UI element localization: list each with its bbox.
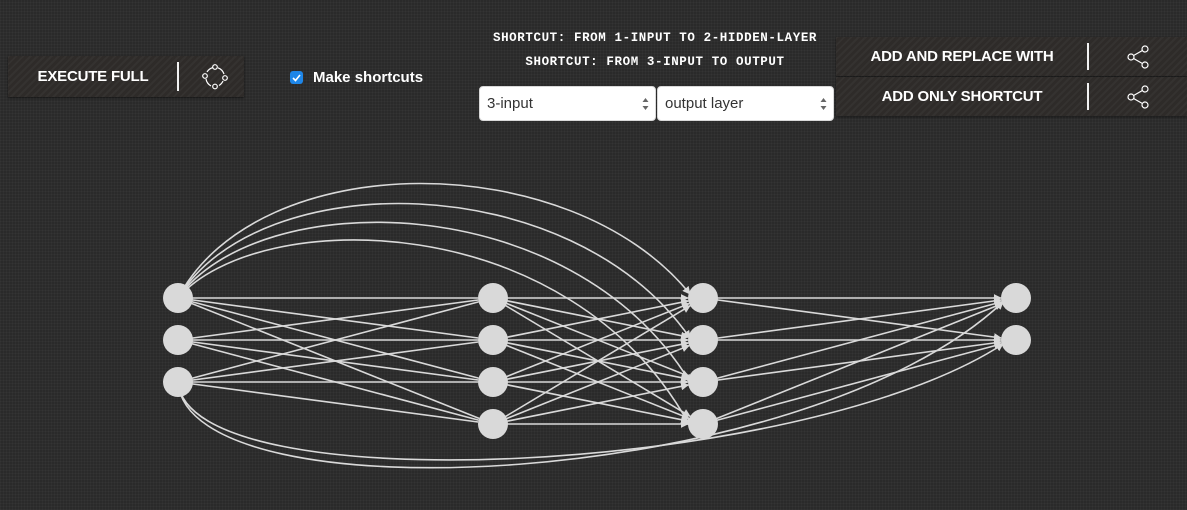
execute-full-button[interactable]: EXECUTE FULL: [8, 56, 244, 97]
make-shortcuts-checkbox[interactable]: Make shortcuts: [290, 69, 423, 86]
button-divider: [1087, 43, 1089, 70]
shortcut-edge: [177, 221, 691, 383]
select-arrows-icon: [820, 98, 827, 110]
edge: [492, 340, 690, 383]
add-and-replace-label: ADD AND REPLACE WITH: [870, 48, 1054, 65]
select-arrows-icon: [642, 98, 649, 110]
share-icon: [1092, 37, 1184, 76]
edge: [492, 302, 690, 383]
edge: [702, 302, 1003, 425]
edge: [492, 305, 691, 425]
network-node[interactable]: [688, 367, 718, 397]
edge: [702, 338, 1002, 383]
edge: [702, 299, 1003, 383]
edge: [702, 296, 1002, 341]
network-node[interactable]: [1001, 283, 1031, 313]
add-and-replace-button[interactable]: ADD AND REPLACE WITH: [836, 37, 1187, 76]
shortcut-line-2: SHORTCUT: FROM 3-INPUT TO OUTPUT: [525, 55, 785, 69]
to-layer-value: output layer: [665, 95, 744, 112]
edge: [492, 339, 690, 420]
edge: [492, 297, 690, 340]
edge: [177, 339, 479, 381]
edge: [492, 344, 690, 425]
network-node[interactable]: [688, 283, 718, 313]
edge: [177, 339, 479, 421]
share-icon: [1092, 77, 1184, 116]
edge: [177, 297, 479, 379]
network-node[interactable]: [478, 283, 508, 313]
shortcut-edge: [177, 182, 691, 299]
from-layer-select[interactable]: 3-input: [479, 86, 656, 121]
network-node[interactable]: [163, 283, 193, 313]
shortcut-edge: [177, 202, 691, 339]
shortcut-edge: [177, 301, 1004, 469]
edge: [492, 382, 690, 425]
checkbox-checked-icon[interactable]: [290, 71, 303, 84]
edge: [177, 381, 479, 423]
execute-full-label: EXECUTE FULL: [37, 68, 149, 85]
edge: [177, 341, 479, 383]
from-layer-value: 3-input: [487, 95, 533, 112]
make-shortcuts-label: Make shortcuts: [313, 69, 424, 86]
shortcut-line-1: SHORTCUT: FROM 1-INPUT TO 2-HIDDEN-LAYER: [492, 31, 818, 45]
edge: [177, 301, 479, 383]
network-node[interactable]: [1001, 325, 1031, 355]
network-node[interactable]: [688, 325, 718, 355]
button-divider: [177, 62, 179, 91]
shortcut-edge: [177, 239, 691, 427]
edge: [177, 297, 480, 420]
network-node[interactable]: [163, 367, 193, 397]
edge: [492, 297, 690, 378]
to-layer-select[interactable]: output layer: [657, 86, 834, 121]
network-node[interactable]: [163, 325, 193, 355]
edge: [177, 299, 479, 341]
cycle-nodes-icon: [186, 56, 244, 97]
edge: [492, 297, 691, 417]
network-node[interactable]: [478, 409, 508, 439]
network-node[interactable]: [478, 367, 508, 397]
network-node[interactable]: [688, 409, 718, 439]
edge: [177, 297, 479, 339]
edge: [492, 298, 690, 341]
shortcut-edge: [177, 343, 1004, 461]
add-only-shortcut-button[interactable]: ADD ONLY SHORTCUT: [836, 77, 1187, 116]
network-node[interactable]: [478, 325, 508, 355]
edge: [492, 381, 690, 424]
edge: [702, 297, 1002, 342]
edge: [492, 339, 690, 382]
button-divider: [1087, 83, 1089, 110]
add-only-shortcut-label: ADD ONLY SHORTCUT: [881, 88, 1043, 105]
edge: [702, 341, 1003, 425]
